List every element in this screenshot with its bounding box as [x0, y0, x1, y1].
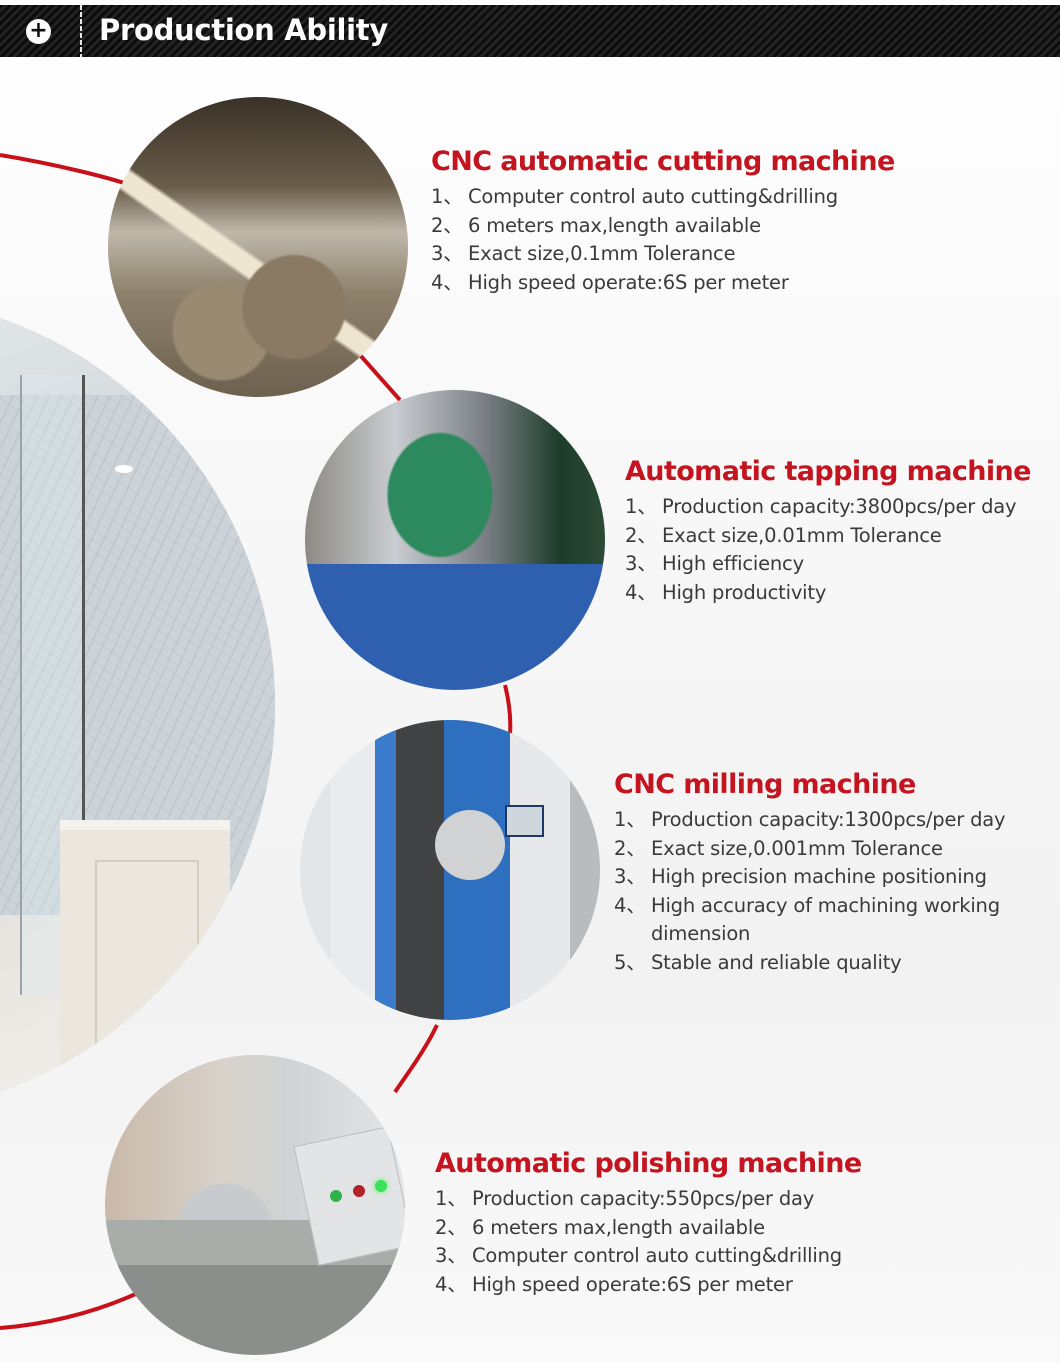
feature-list: 1、Production capacity:3800pcs/per day 2、…	[625, 493, 1031, 607]
machine-title: CNC automatic cutting machine	[431, 146, 895, 177]
header-divider	[80, 5, 82, 57]
machine-section-cnc-milling: CNC milling machine 1、Production capacit…	[614, 769, 1034, 977]
plus-circle-icon: +	[26, 19, 51, 44]
ceiling-light	[115, 465, 133, 473]
feature-item: 1、Production capacity:3800pcs/per day	[625, 495, 1017, 518]
feature-item: 2、Exact size,0.001mm Tolerance	[614, 836, 943, 860]
feature-item: 5、Stable and reliable quality	[614, 950, 902, 974]
feature-item: 3、High precision machine positioning	[614, 865, 987, 888]
cabinet	[60, 820, 230, 1080]
feature-list: 1、Production capacity:1300pcs/per day 2、…	[614, 806, 1034, 977]
tapping-machine-photo	[305, 390, 605, 690]
glass-shower-door	[20, 375, 85, 995]
feature-item: 2、6 meters max,length available	[435, 1215, 765, 1239]
feature-list: 1、Production capacity:550pcs/per day 2、6…	[435, 1185, 862, 1299]
feature-item: 3、Exact size,0.1mm Tolerance	[431, 242, 736, 265]
cnc-milling-photo	[300, 720, 600, 1020]
polishing-machine-photo	[105, 1055, 405, 1355]
machine-section-polishing: Automatic polishing machine 1、Production…	[435, 1148, 862, 1299]
page-title: Production Ability	[99, 13, 388, 47]
feature-item: 3、High efficiency	[625, 552, 804, 575]
machine-section-tapping: Automatic tapping machine 1、Production c…	[625, 456, 1031, 607]
shower-room-background-photo	[0, 295, 275, 1115]
machine-section-cnc-cutting: CNC automatic cutting machine 1、Computer…	[431, 146, 895, 297]
machine-title: CNC milling machine	[614, 769, 916, 800]
feature-item: 4、High productivity	[625, 580, 827, 604]
feature-item: 4、High speed operate:6S per meter	[435, 1272, 793, 1296]
feature-item: 1、Production capacity:550pcs/per day	[435, 1187, 815, 1210]
feature-item: 1、Computer control auto cutting&drilling	[431, 185, 838, 208]
feature-list: 1、Computer control auto cutting&drilling…	[431, 183, 895, 297]
feature-item: 2、6 meters max,length available	[431, 213, 761, 237]
feature-item: 2、Exact size,0.01mm Tolerance	[625, 523, 942, 547]
machine-title: Automatic polishing machine	[435, 1148, 862, 1179]
feature-item: 3、Computer control auto cutting&drilling	[435, 1244, 842, 1267]
feature-item: 4、High accuracy of machining working dim…	[614, 893, 1000, 946]
feature-item: 4、High speed operate:6S per meter	[431, 270, 789, 294]
section-header: + Production Ability	[0, 5, 1060, 57]
cnc-cutting-photo	[108, 97, 408, 397]
feature-item: 1、Production capacity:1300pcs/per day	[614, 808, 1006, 831]
machine-title: Automatic tapping machine	[625, 456, 1031, 487]
